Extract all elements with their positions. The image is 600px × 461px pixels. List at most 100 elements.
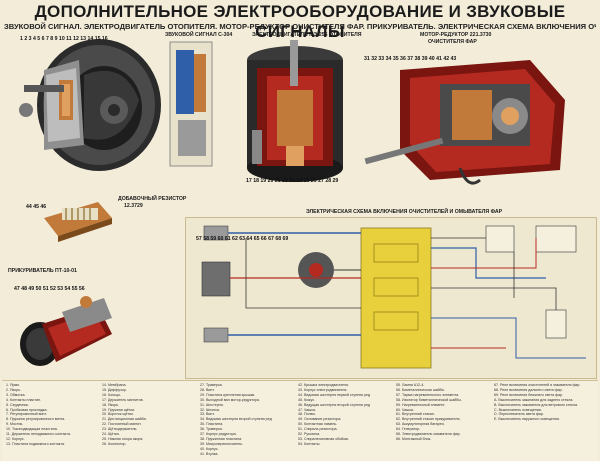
- legend-item: 2. Якорь.: [6, 387, 22, 392]
- legend-panel: 1. Ярмо.2. Якорь.3. Обмотка.4. Контакты …: [2, 380, 598, 460]
- legend-item: 56. Биметаллическая шайба.: [396, 387, 445, 392]
- legend-item: 13. Пластина подвижного контакта.: [6, 441, 66, 446]
- resistor-caption-2: 12.3729: [124, 203, 143, 209]
- legend-item: 31. Шестерня.: [200, 402, 224, 407]
- legend-column-6: 67. Реле включения очистителей и омывате…: [494, 383, 594, 422]
- legend-item: 41. Втулка.: [200, 451, 219, 456]
- legend-item: 33. Винт.: [200, 412, 215, 417]
- page-title: ДОПОЛНИТЕЛЬНОЕ ЭЛЕКТРООБОРУДОВАНИЕ И ЗВУ…: [34, 2, 566, 41]
- legend-item: A. Выключатель зажигания для заднего сте…: [494, 397, 574, 402]
- legend-item: 52. Рукоятка.: [298, 432, 321, 437]
- heater-motor-caption: ЭЛЕКТРОДВИГАТЕЛЬ МЭ-255 ОТОПИТЕЛЯ: [252, 32, 362, 38]
- resistor-caption-1: ДОБАВОЧНЫЙ РЕЗИСТОР: [118, 196, 187, 202]
- legend-item: 44. Ведомая шестерня первой ступени реду…: [298, 392, 370, 397]
- legend-item: 1. Ярмо.: [6, 383, 21, 387]
- lighter-caption: ПРИКУРИВАТЕЛЬ ПТ-10-01: [8, 268, 77, 274]
- legend-item: 21. Дистанционная шайба.: [102, 417, 147, 422]
- legend-item: 67. Реле включения очистителей и омывате…: [494, 383, 581, 387]
- callout-heater: 17 18 19 20 21 22 23 24 25 26 27 28 29: [246, 178, 338, 184]
- legend-item: 49. Основание резистора.: [298, 417, 342, 422]
- legend-item: 27. Траверса.: [200, 383, 223, 387]
- legend-item: 36. Траверса.: [200, 427, 223, 432]
- legend-item: 32. Шпонка.: [200, 407, 220, 412]
- legend-item: 64. Генератор.: [396, 427, 421, 432]
- legend-column-5: 55. Лампа А12-4.56. Биметаллическая шайб…: [396, 383, 468, 442]
- legend-item: 69. Реле включения ближнего света фар.: [494, 392, 563, 397]
- horn-illustration: [19, 39, 161, 171]
- legend-item: D. Переключатель света фар.: [494, 412, 544, 417]
- legend-item: 28. Винт.: [200, 387, 215, 392]
- legend-item: 3. Обмотка.: [6, 392, 26, 397]
- scheme-caption: ЭЛЕКТРИЧЕСКАЯ СХЕМА ВКЛЮЧЕНИЯ ОЧИСТИТЕЛЕ…: [306, 209, 503, 215]
- legend-item: 30. Выходной вал мотор-редуктора.: [200, 397, 260, 402]
- legend-item: 66. Монтажный блок.: [396, 436, 432, 441]
- legend-item: 50. Контактная ламель.: [298, 422, 338, 427]
- gear-motor-caption-1: МОТОР-РЕДУКТОР 221.3730: [420, 32, 492, 38]
- legend-item: 40. Корпус.: [200, 446, 219, 451]
- legend-item: 19. Пружина щётки.: [102, 407, 135, 412]
- legend-item: 53. Спиралеосновная обойма.: [298, 436, 349, 441]
- callout-resistor: 44 45 46: [26, 204, 46, 210]
- legend-item: 24. Щётка.: [102, 432, 120, 437]
- legend-item: 38. Пружинная пластина.: [200, 436, 243, 441]
- legend-column-4: 42. Крышка электродвигателя.43. Корпус э…: [298, 383, 370, 447]
- legend-column-3: 27. Траверса.28. Винт.29. Пластина крепл…: [200, 383, 272, 457]
- legend-item: E. Выключатель наружного освещения.: [494, 417, 560, 422]
- legend-item: 65. Электродвигатель омывателя фар.: [396, 432, 461, 437]
- horn-caption: ЗВУКОВОЙ СИГНАЛ С-304: [165, 32, 233, 38]
- legend-item: 16. Кольцо.: [102, 392, 121, 397]
- legend-item: 8. Пружина регулировочного винта.: [6, 417, 66, 422]
- legend-item: 12. Корпус.: [6, 436, 25, 441]
- page-subtitle: ЗВУКОВОЙ СИГНАЛ. ЭЛЕКТРОДВИГАТЕЛЬ ОТОПИТ…: [4, 22, 596, 31]
- legend-item: 4. Контакты пластин.: [6, 397, 41, 402]
- heater-motor-illustration: [247, 40, 343, 182]
- legend-item: 10. Токоподводящая пластина.: [6, 427, 58, 432]
- legend-item: 29. Пластина крепления крышки.: [200, 392, 256, 397]
- legend-item: 14. Мембрана.: [102, 383, 127, 387]
- callout-gear: 31 32 33 34 35 36 37 38 39 40 41 42 43: [364, 56, 456, 62]
- legend-item: 60. Чашка.: [396, 407, 414, 412]
- legend-item: 39. Микропереключатель.: [200, 441, 244, 446]
- legend-item: 63. Аккумуляторная батарея.: [396, 422, 445, 427]
- callout-numbers: 1 2 3 4 5 6 7 8 9 10 11 12 13 14 15 16 1…: [14, 36, 456, 292]
- legend-item: 26. Коллектор.: [102, 441, 127, 446]
- legend-item: 62. Внутренний стакан прикуривателя.: [396, 417, 461, 422]
- legend-item: 51. Спираль резистора.: [298, 427, 338, 432]
- resistor-illustration: [44, 202, 112, 242]
- legend-item: 47. Чашка.: [298, 407, 316, 412]
- legend-item: 57. Тарма нагревательного элемента.: [396, 392, 460, 397]
- legend-item: 7. Регулировочный винт.: [6, 412, 47, 417]
- scheme-diagram: [201, 225, 586, 369]
- legend-item: 35. Пластина.: [200, 422, 224, 427]
- legend-item: 5. Сердечник.: [6, 402, 29, 407]
- lighter-illustration: [20, 296, 112, 366]
- legend-item: 11. Держатель неподвижного контакта.: [6, 432, 71, 437]
- callout-scheme: 57 58 59 60 61 62 63 64 65 66 67 68 69: [196, 236, 288, 242]
- callout-horn-1: 1 2 3 4 5 6 7 8 9 10 11 12 13 14 15 16: [20, 36, 108, 42]
- legend-column-1: 1. Ярмо.2. Якорь.3. Обмотка.4. Контакты …: [6, 383, 78, 447]
- legend-item: 37. Корпус редуктора.: [200, 432, 237, 437]
- legend-item: 23. Щёткодержатель.: [102, 427, 138, 432]
- legend-item: 17. Держатель магнитов.: [102, 397, 144, 402]
- legend-item: 18. Якорь.: [102, 402, 120, 407]
- callout-lighter: 47 48 49 50 51 52 53 54 55 56: [14, 286, 85, 292]
- legend-item: 45. Кожух.: [298, 397, 316, 402]
- legend-column-2: 14. Мембрана.15. Диффузор.16. Кольцо.17.…: [102, 383, 174, 447]
- legend-item: 61. Внутренний стакан.: [396, 412, 435, 417]
- legend-item: 58. Изолятор биметаллической шайбы.: [396, 397, 462, 402]
- legend-item: 46. Ведущая шестерня второй ступени реду…: [298, 402, 370, 407]
- legend-item: 68. Реле включения дальнего света фар.: [494, 387, 563, 392]
- legend-item: 59. Нагревательный элемент.: [396, 402, 446, 407]
- legend-item: B. Выключатель омывателя для ветрового с…: [494, 402, 579, 407]
- legend-item: 22. Постоянный магнит.: [102, 422, 142, 427]
- legend-item: 42. Крышка электродвигателя.: [298, 383, 349, 387]
- legend-item: C. Выключатель освещения.: [494, 407, 542, 412]
- horn-wiring-inset: [169, 41, 213, 167]
- legend-item: 43. Корпус электродвигателя.: [298, 387, 348, 392]
- legend-item: 34. Ведомая шестерня второй ступени реду…: [200, 417, 272, 422]
- legend-item: 55. Лампа А12-4.: [396, 383, 425, 387]
- legend-item: 54. Контакты.: [298, 441, 321, 446]
- legend-item: 48. Полюс.: [298, 412, 317, 417]
- scheme-panel: [185, 217, 597, 379]
